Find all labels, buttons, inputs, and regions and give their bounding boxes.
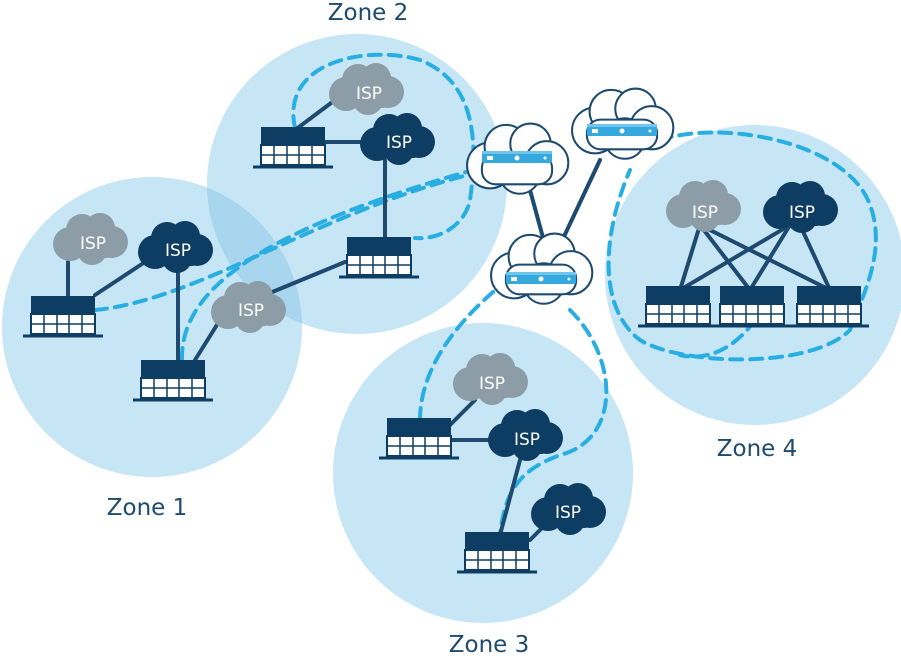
link: [193, 318, 222, 362]
isp-cloud-gray: ISP: [666, 180, 741, 232]
cloud-icon: [490, 232, 594, 305]
link: [528, 188, 547, 247]
dashed-link-z3-to-hub: [418, 280, 507, 422]
link: [748, 223, 792, 292]
isp-cloud-gray: ISP: [211, 281, 286, 333]
link: [498, 458, 522, 537]
dashed-link-z2-loop: [291, 52, 476, 241]
isp-cloud-navy: ISP: [138, 221, 213, 273]
building-icon: [131, 358, 215, 402]
link: [93, 260, 147, 297]
link: [798, 223, 832, 292]
building-icon: [710, 284, 794, 328]
zone-3-circle: [333, 323, 633, 623]
isp-clouds: ISP ISP ISP ISP ISP ISP ISP ISP: [53, 63, 838, 535]
building-icon: [455, 530, 539, 574]
dashed-link-z1-lower-to-hub: [179, 166, 482, 362]
building-icon: [251, 125, 335, 169]
link: [558, 158, 602, 247]
isp-label: ISP: [386, 133, 412, 153]
building-icon: [21, 294, 105, 338]
link: [698, 223, 752, 292]
link: [448, 398, 477, 427]
isp-label: ISP: [555, 503, 581, 523]
zone-4-circle: [605, 125, 901, 425]
isp-label: ISP: [692, 203, 718, 223]
building-icon: [787, 284, 871, 328]
router-appliance-icon: [506, 272, 576, 284]
isp-cloud-navy: ISP: [488, 409, 563, 461]
building-icon: [337, 235, 421, 279]
dashed-link-z4-inner: [678, 318, 757, 359]
isp-label: ISP: [238, 301, 264, 321]
zone-4-label: Zone 4: [717, 436, 798, 462]
link: [293, 98, 337, 132]
building-icon: [636, 284, 720, 328]
dashed-link-z4-loop: [606, 130, 878, 362]
link: [263, 260, 347, 297]
isp-label: ISP: [479, 374, 505, 394]
isp-cloud-navy: ISP: [763, 181, 838, 233]
isp-cloud-gray: ISP: [53, 213, 128, 265]
link: [678, 223, 792, 292]
building-icon: [377, 416, 461, 460]
zone-circles: [2, 34, 901, 623]
cloud-icon: [571, 87, 675, 160]
isp-label: ISP: [514, 430, 540, 450]
link: [698, 223, 832, 292]
isp-label: ISP: [789, 203, 815, 223]
dashed-link-z1-to-hub: [93, 170, 482, 312]
isp-label: ISP: [80, 234, 106, 254]
isp-label: ISP: [165, 241, 191, 261]
isp-cloud-gray: ISP: [453, 353, 528, 405]
isp-label: ISP: [356, 84, 382, 104]
router-appliance-icon: [587, 124, 657, 136]
link: [678, 223, 702, 292]
zone-3-label: Zone 3: [449, 632, 530, 658]
isp-cloud-gray: ISP: [329, 63, 404, 115]
zone-overlap: [207, 177, 302, 334]
zone-1-label: Zone 1: [107, 495, 188, 521]
isp-cloud-navy: ISP: [531, 483, 606, 535]
router-appliance-icon: [482, 151, 552, 163]
zone-2-label: Zone 2: [328, 0, 409, 26]
isp-cloud-navy: ISP: [360, 113, 435, 165]
